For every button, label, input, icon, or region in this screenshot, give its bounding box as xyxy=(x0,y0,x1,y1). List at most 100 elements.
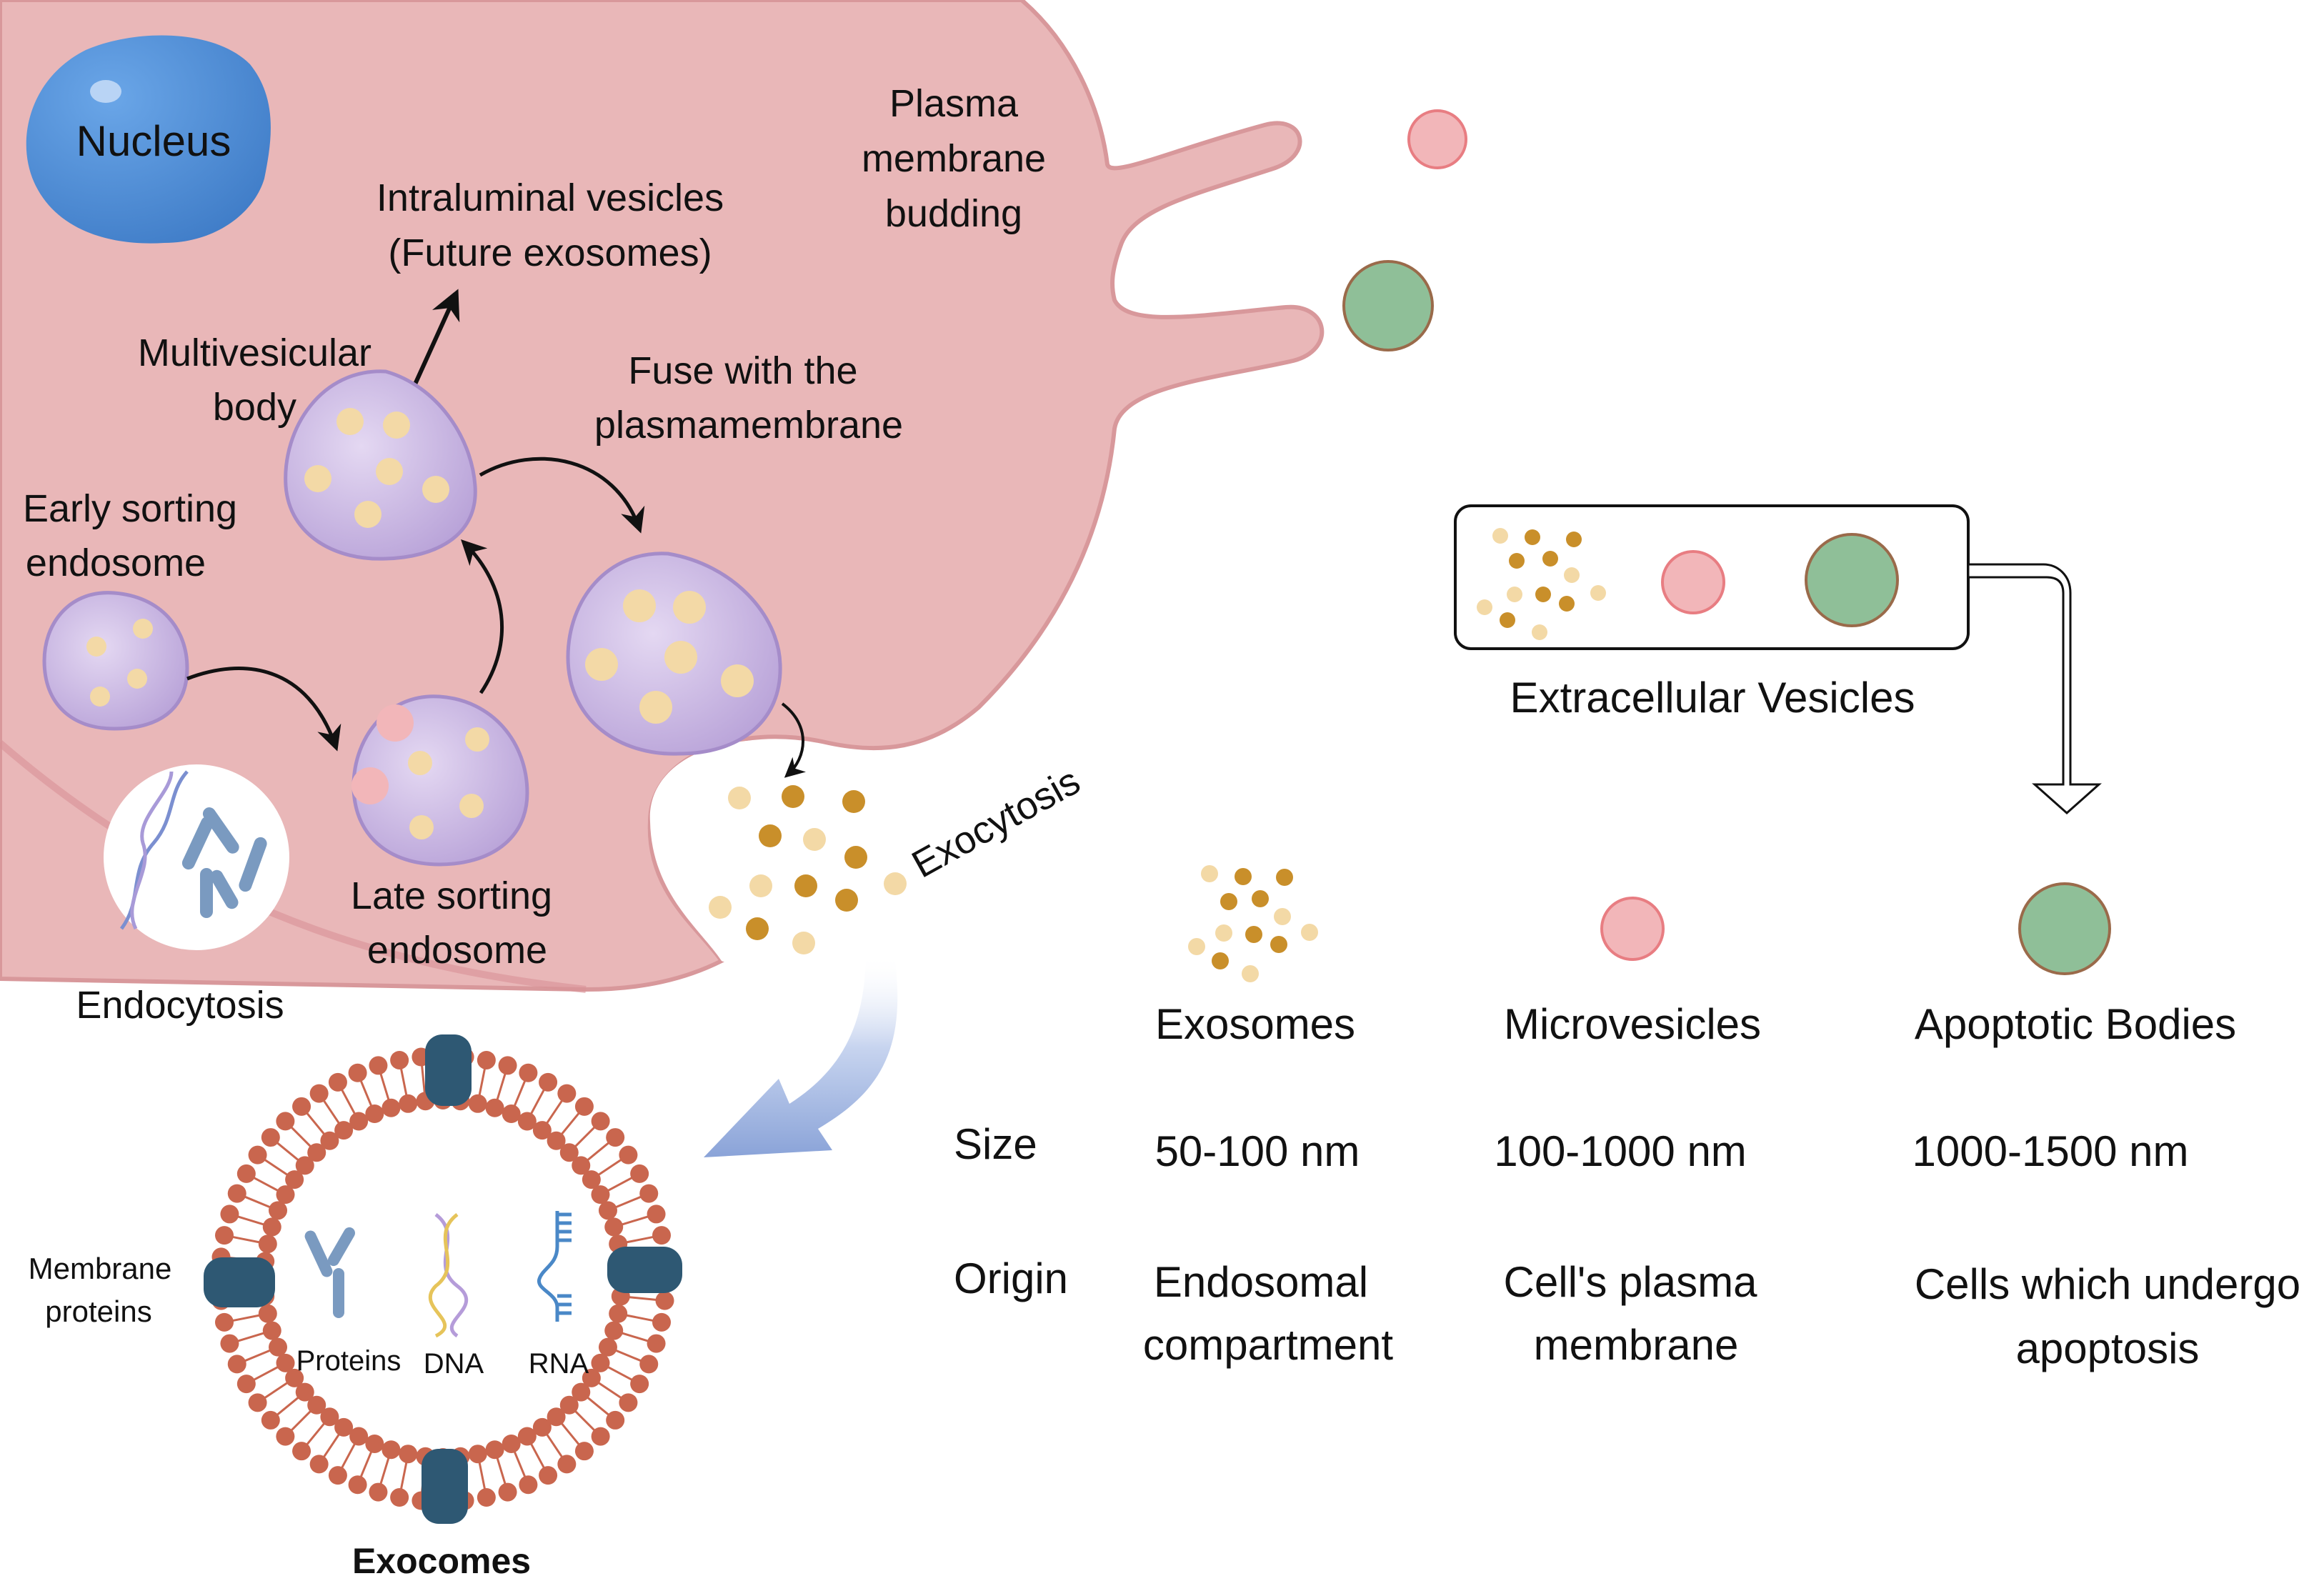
lipid-head xyxy=(399,1094,418,1113)
early-label: Early sorting endosome xyxy=(23,487,237,584)
lipid-head xyxy=(609,1304,628,1323)
lipid-tail xyxy=(236,1215,266,1226)
lipid-head xyxy=(227,1184,246,1203)
lipid-head xyxy=(334,1417,354,1437)
svg-text:plasmamembrane: plasmamembrane xyxy=(594,404,903,447)
cargo-protein-icon xyxy=(304,1227,355,1318)
lipid-head xyxy=(547,1131,566,1150)
nucleus-label: Nucleus xyxy=(76,117,231,165)
table-microvesicle-icon xyxy=(1600,897,1665,961)
lipid-head xyxy=(630,1164,649,1183)
lipid-head xyxy=(381,1098,401,1117)
lipid-head xyxy=(328,1072,347,1092)
svg-text:Membrane: Membrane xyxy=(29,1252,172,1285)
multivesicular-body xyxy=(284,369,477,561)
table-exosome-icon xyxy=(1188,865,1318,982)
lipid-head xyxy=(269,1337,288,1357)
lipid-head xyxy=(517,1112,537,1131)
lipid-head xyxy=(606,1410,625,1430)
lipid-head xyxy=(276,1112,295,1131)
lipid-head xyxy=(591,1112,610,1131)
lipid-tail xyxy=(251,1365,280,1382)
lipid-head xyxy=(559,1143,579,1162)
lipid-tail xyxy=(305,1111,326,1136)
size-microvesicles: 100-1000 nm xyxy=(1494,1127,1747,1175)
late-sorting-endosome xyxy=(351,694,529,867)
lipid-tail xyxy=(289,1409,313,1432)
lipid-head xyxy=(647,1205,666,1224)
lipid-head xyxy=(655,1291,674,1310)
lipid-tail xyxy=(614,1349,643,1362)
lipid-tail xyxy=(379,1072,390,1102)
intraluminal-label: Intraluminal vesicles (Future exosomes) xyxy=(376,176,724,274)
lipid-head xyxy=(307,1143,326,1162)
ev-comparison-table: Exosomes Microvesicles Apoptotic Bodies … xyxy=(954,865,2300,1372)
lipid-tail xyxy=(275,1395,300,1417)
lipid-tail xyxy=(559,1111,581,1136)
lipid-head xyxy=(598,1337,617,1357)
lipid-head xyxy=(269,1201,288,1220)
late-to-mvb-arrow xyxy=(461,539,504,694)
origin-apoptotic-2: apoptosis xyxy=(2016,1325,2200,1372)
lipid-tail xyxy=(586,1395,611,1417)
svg-text:body: body xyxy=(213,386,296,429)
svg-text:budding: budding xyxy=(885,192,1022,235)
lipid-head xyxy=(261,1410,280,1430)
lipid-head xyxy=(468,1094,487,1113)
origin-exosomes-2: compartment xyxy=(1143,1321,1393,1369)
svg-text:membrane: membrane xyxy=(862,137,1046,180)
svg-text:endosome: endosome xyxy=(367,929,547,972)
lipid-tail xyxy=(529,1442,546,1470)
membrane-proteins-label: Membrane proteins xyxy=(29,1252,172,1328)
ev-box-exosome-cluster xyxy=(1477,528,1606,640)
lipid-head xyxy=(574,1097,594,1116)
lipid-head xyxy=(365,1434,384,1453)
lipid-head xyxy=(619,1393,638,1412)
svg-text:proteins: proteins xyxy=(45,1295,151,1328)
lipid-head xyxy=(261,1128,280,1147)
lipid-head xyxy=(539,1072,558,1092)
lipid-head xyxy=(214,1312,234,1332)
lipid-head xyxy=(276,1185,295,1205)
lipid-tail xyxy=(243,1349,272,1362)
lipid-head xyxy=(295,1156,314,1175)
lipid-tail xyxy=(614,1195,643,1209)
budding-apoptotic-body xyxy=(1342,260,1434,351)
lipid-head xyxy=(574,1442,594,1461)
lipid-tail xyxy=(573,1125,597,1149)
lipid-head xyxy=(292,1097,311,1116)
fuse-to-exocytosis-arrow xyxy=(781,702,807,778)
protein-icon xyxy=(181,807,267,918)
lipid-head xyxy=(320,1131,339,1150)
fusing-multivesicular-body xyxy=(566,552,782,756)
lipid-head xyxy=(390,1050,409,1069)
lipid-tail xyxy=(478,1460,487,1491)
lipid-head xyxy=(591,1427,610,1446)
size-exosomes: 50-100 nm xyxy=(1155,1127,1360,1175)
lipid-head xyxy=(582,1368,601,1387)
lipid-head xyxy=(539,1466,558,1485)
lipid-head xyxy=(365,1104,384,1124)
lipid-head xyxy=(236,1375,256,1394)
lipid-tail xyxy=(231,1314,261,1322)
svg-text:Early sorting: Early sorting xyxy=(23,487,237,530)
ev-box-microvesicle xyxy=(1661,550,1725,614)
lipid-head xyxy=(276,1353,295,1372)
mvb-label: Multivesicular body xyxy=(138,331,371,429)
size-apoptotic: 1000-1500 nm xyxy=(1912,1127,2189,1175)
svg-text:Plasma: Plasma xyxy=(889,82,1019,125)
lipid-tail xyxy=(379,1456,390,1486)
lipid-tail xyxy=(597,1381,623,1400)
lipid-head xyxy=(276,1427,295,1446)
lipid-tail xyxy=(231,1235,261,1244)
rna-label: RNA xyxy=(529,1348,589,1380)
exocomes-label: Exocomes xyxy=(352,1541,531,1581)
lipid-head xyxy=(485,1440,504,1460)
ev-title: Extracellular Vesicles xyxy=(1510,674,1915,722)
lipid-head xyxy=(381,1440,401,1460)
lipid-head xyxy=(348,1475,367,1495)
row-label-size: Size xyxy=(954,1120,1037,1168)
lipid-tail xyxy=(496,1456,507,1486)
lipid-tail xyxy=(305,1422,326,1447)
lipid-head xyxy=(477,1050,496,1069)
